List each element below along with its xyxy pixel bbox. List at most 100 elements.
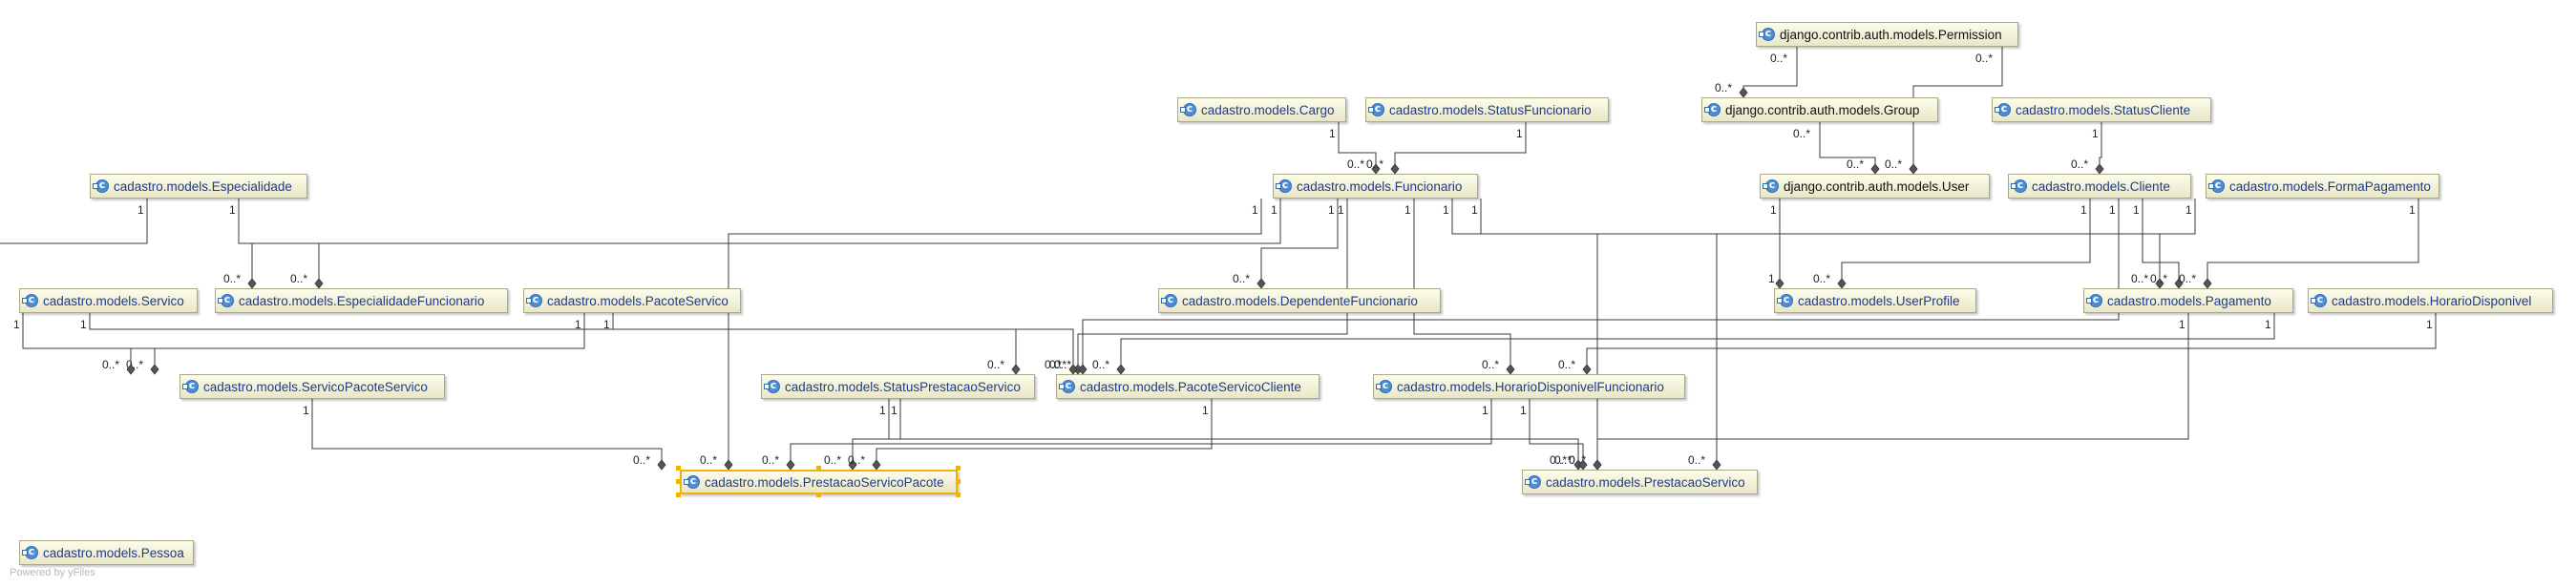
target-multiplicity: 0..* — [762, 453, 779, 467]
association-funcionario-pacservcli[interactable]: 1 0..* — [1049, 199, 1348, 375]
class-icon — [684, 474, 700, 489]
selection-handle[interactable] — [956, 493, 961, 497]
association-funcionario-prestspac[interactable]: 1 0..* — [700, 199, 1262, 471]
association-funcionario-dependente[interactable]: 1 0..* — [1233, 199, 1339, 289]
class-node-pagamento[interactable]: cadastro.models.Pagamento — [2083, 288, 2293, 313]
class-node-formapagamento[interactable]: cadastro.models.FormaPagamento — [2206, 174, 2439, 199]
association-permission-group[interactable]: 0..*0..* — [1715, 47, 1798, 98]
selection-handle[interactable] — [676, 493, 681, 497]
class-node-permission[interactable]: django.contrib.auth.models.Permission — [1756, 22, 2018, 47]
class-icon — [22, 545, 38, 559]
association-statuscliente-cliente[interactable]: 10..* — [2071, 122, 2104, 175]
class-icon — [1777, 293, 1793, 307]
class-label: cadastro.models.StatusPrestacaoServico — [785, 379, 1021, 394]
source-multiplicity: 1 — [2185, 203, 2192, 217]
class-node-pessoa[interactable]: cadastro.models.Pessoa — [19, 540, 194, 565]
association-pacoteservico-servpacserv[interactable]: 10..* — [102, 313, 585, 375]
selection-handle[interactable] — [816, 466, 821, 471]
class-icon — [22, 293, 38, 307]
association-cliente-prestserv[interactable]: 1 0..* — [1688, 199, 2196, 471]
class-node-user[interactable]: django.contrib.auth.models.User — [1760, 174, 1990, 199]
source-multiplicity: 1 — [1516, 127, 1523, 140]
source-multiplicity: 1 — [1329, 127, 1336, 140]
source-multiplicity: 1 — [2265, 318, 2271, 331]
source-multiplicity: 1 — [1770, 203, 1777, 217]
association-servico-servpacserv[interactable]: 10..* — [13, 313, 159, 375]
class-node-servico[interactable]: cadastro.models.Servico — [19, 288, 198, 313]
class-label: cadastro.models.Servico — [43, 293, 184, 308]
association-hdfunc-prestserv[interactable]: 10..* — [1520, 399, 1588, 471]
association-formapag-pagamento[interactable]: 10..* — [2179, 199, 2419, 289]
class-node-pacoteservicocliente[interactable]: cadastro.models.PacoteServicoCliente — [1056, 374, 1320, 399]
target-multiplicity: 0..* — [1569, 453, 1586, 467]
association-funcionario-espfunc[interactable]: 1 0..* — [223, 199, 1281, 289]
target-multiplicity: 0..* — [633, 453, 650, 467]
target-multiplicity: 0..* — [1092, 358, 1109, 371]
class-node-horariodisponivelfuncionario[interactable]: cadastro.models.HorarioDisponivelFuncion… — [1373, 374, 1685, 399]
selection-handle[interactable] — [816, 493, 821, 497]
target-multiplicity: 0..* — [1715, 81, 1732, 94]
source-multiplicity: 1 — [2133, 203, 2140, 217]
association-statusfunc-funcionario[interactable]: 10..* — [1366, 122, 1527, 175]
class-icon — [1059, 379, 1075, 393]
association-statusprest-prestserv[interactable]: 1 0..* — [879, 399, 1583, 471]
class-node-funcionario[interactable]: cadastro.models.Funcionario — [1273, 174, 1478, 199]
class-node-statusfuncionario[interactable]: cadastro.models.StatusFuncionario — [1365, 97, 1609, 122]
source-multiplicity: 1 — [1252, 203, 1258, 217]
class-icon — [218, 293, 234, 307]
class-node-pacoteservico[interactable]: cadastro.models.PacoteServico — [523, 288, 741, 313]
class-node-dependentefuncionario[interactable]: cadastro.models.DependenteFuncionario — [1158, 288, 1441, 313]
target-multiplicity: 0..* — [2071, 157, 2088, 171]
association-funcionario-pagamento[interactable]: 1 0..* — [1471, 199, 2164, 289]
class-node-servicopacoteservico[interactable]: cadastro.models.ServicoPacoteServico — [179, 374, 445, 399]
target-multiplicity: 0..* — [1813, 272, 1830, 285]
association-hdfunc-prestspac[interactable]: 1 0..* — [762, 399, 1492, 471]
class-node-especialidadefuncionario[interactable]: cadastro.models.EspecialidadeFuncionario — [215, 288, 508, 313]
class-node-statuscliente[interactable]: cadastro.models.StatusCliente — [1992, 97, 2211, 122]
class-label: cadastro.models.EspecialidadeFuncionario — [239, 293, 485, 308]
target-multiplicity: 0..* — [1885, 157, 1902, 171]
association-servpacserv-prestspac[interactable]: 10..* — [303, 399, 666, 471]
source-multiplicity: 0..* — [1975, 52, 1993, 65]
association-statusprest-prestspac[interactable]: 10..* — [824, 399, 901, 471]
association-servico-pacservcli[interactable]: 10..* — [80, 313, 1078, 375]
class-label: cadastro.models.FormaPagamento — [2229, 178, 2431, 194]
target-multiplicity: 0..* — [1233, 272, 1250, 285]
association-especialidade-espfunc[interactable]: 10..* — [229, 199, 324, 289]
class-node-horariodisponivel[interactable]: cadastro.models.HorarioDisponivel — [2308, 288, 2553, 313]
class-node-cargo[interactable]: cadastro.models.Cargo — [1177, 97, 1346, 122]
association-pacservcli-prestspac[interactable]: 10..* — [848, 399, 1213, 471]
association-cliente-pacservcli[interactable]: 1 0..* — [1054, 199, 2120, 375]
association-cliente-pagamento[interactable]: 10..* — [2133, 199, 2184, 289]
selection-handle[interactable] — [956, 479, 961, 484]
class-node-prestacaoservico[interactable]: cadastro.models.PrestacaoServico — [1522, 470, 1758, 494]
selection-handle[interactable] — [956, 466, 961, 471]
association-funcionario-prestserv[interactable]: 1 0..* — [1443, 199, 1602, 471]
target-multiplicity: 0..* — [848, 453, 865, 467]
class-node-especialidade[interactable]: cadastro.models.Especialidade — [90, 174, 307, 199]
class-node-userprofile[interactable]: cadastro.models.UserProfile — [1774, 288, 1976, 313]
source-multiplicity: 1 — [1482, 404, 1489, 417]
association-funcionario-hdfunc[interactable]: 10..* — [1404, 199, 1515, 375]
target-multiplicity: 0..* — [290, 272, 307, 285]
class-label: cadastro.models.HorarioDisponivelFuncion… — [1397, 379, 1664, 394]
association-horariodisp-hdfunc[interactable]: 10..* — [1558, 313, 2437, 375]
association-pacoteservico-pacservcli[interactable]: 10..* — [603, 313, 1021, 375]
class-node-group[interactable]: django.contrib.auth.models.Group — [1701, 97, 1938, 122]
association-pagamento-pacservcli[interactable]: 1 0..* — [1092, 313, 2275, 375]
class-node-cliente[interactable]: cadastro.models.Cliente — [2008, 174, 2191, 199]
selection-handle[interactable] — [676, 466, 681, 471]
selection-handle[interactable] — [676, 479, 681, 484]
source-multiplicity: 1 — [2109, 203, 2116, 217]
class-node-statusprestacaoservico[interactable]: cadastro.models.StatusPrestacaoServico — [761, 374, 1035, 399]
association-cargo-funcionario[interactable]: 10..* — [1329, 122, 1381, 175]
association-user-userprofile[interactable]: 11 — [1768, 199, 1784, 289]
class-label: cadastro.models.Funcionario — [1297, 178, 1463, 194]
class-node-prestacaoservicopacote[interactable]: cadastro.models.PrestacaoServicoPacote — [680, 470, 958, 494]
association-group-user[interactable]: 0..*0..* — [1793, 122, 1880, 175]
source-multiplicity: 0..* — [1793, 127, 1810, 140]
association-especialidade-servico[interactable]: 10..* — [0, 199, 148, 288]
footer-credit: Powered by yFiles — [10, 567, 95, 578]
association-cliente-userprofile[interactable]: 10..* — [1813, 199, 2091, 289]
class-icon — [1161, 293, 1177, 307]
